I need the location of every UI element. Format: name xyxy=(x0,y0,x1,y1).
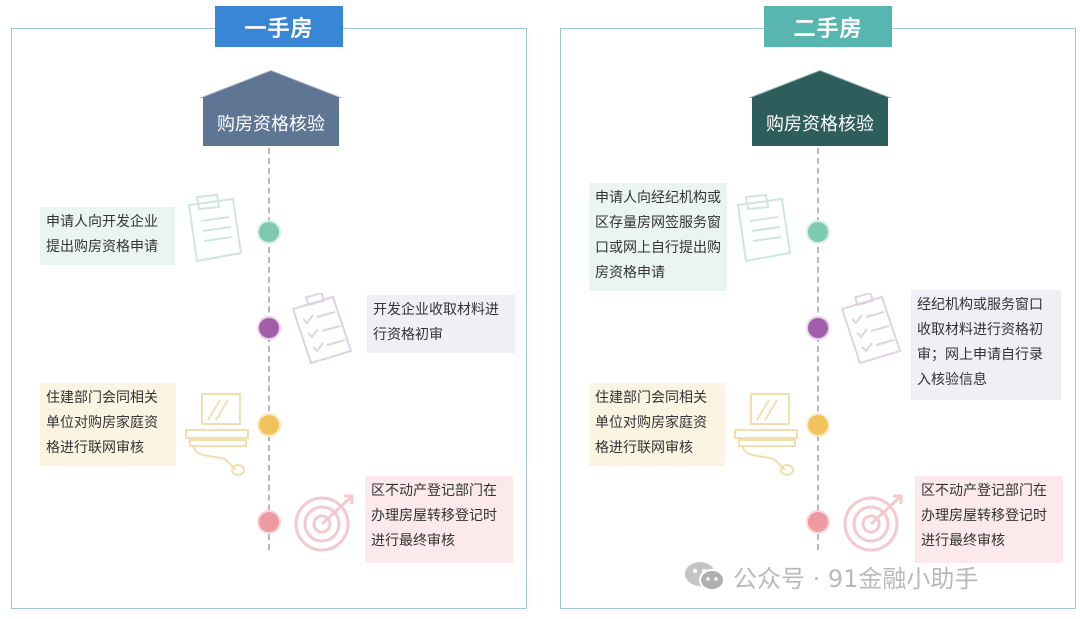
left-node-3 xyxy=(259,415,279,435)
left-step-3: 住建部门会同相关单位对购房家庭资格进行联网审核 xyxy=(40,383,176,466)
right-step-2: 经纪机构或服务窗口收取材料进行资格初审；网上申请自行录入核验信息 xyxy=(911,290,1061,400)
left-panel-title: 一手房 xyxy=(215,6,343,47)
left-node-1 xyxy=(259,222,279,242)
computer-icon xyxy=(734,393,798,476)
target-icon xyxy=(843,494,903,552)
left-step-2: 开发企业收取材料进行资格初审 xyxy=(367,295,515,353)
left-step-1: 申请人向开发企业提出购房资格申请 xyxy=(40,207,175,265)
left-node-2 xyxy=(259,318,279,338)
left-house-icon xyxy=(198,68,344,146)
watermark-text: 公众号 · 91金融小助手 xyxy=(733,564,979,593)
right-house-label: 购房资格核验 xyxy=(766,114,874,135)
right-panel-title: 二手房 xyxy=(764,6,892,47)
right-node-3 xyxy=(808,415,828,435)
clipboard-note-icon xyxy=(187,193,243,263)
right-node-4 xyxy=(808,512,828,532)
right-house-icon xyxy=(747,68,893,146)
right-node-1 xyxy=(808,222,828,242)
checklist-icon xyxy=(291,293,353,365)
left-step-4: 区不动产登记部门在办理房屋转移登记时进行最终审核 xyxy=(365,476,513,563)
computer-icon xyxy=(185,393,249,476)
target-icon xyxy=(294,494,354,552)
watermark: 公众号 · 91金融小助手 xyxy=(683,558,978,594)
right-timeline xyxy=(817,148,819,550)
right-node-2 xyxy=(808,318,828,338)
left-node-4 xyxy=(259,512,279,532)
checklist-icon xyxy=(840,293,902,365)
wechat-icon xyxy=(685,562,725,591)
left-house-label: 购房资格核验 xyxy=(217,114,325,135)
clipboard-note-icon xyxy=(736,193,792,263)
right-step-3: 住建部门会同相关单位对购房家庭资格进行联网审核 xyxy=(589,383,725,466)
right-step-1: 申请人向经纪机构或区存量房网签服务窗口或网上自行提出购房资格申请 xyxy=(589,183,727,291)
left-timeline xyxy=(268,148,270,550)
right-step-4: 区不动产登记部门在办理房屋转移登记时进行最终审核 xyxy=(915,476,1063,563)
